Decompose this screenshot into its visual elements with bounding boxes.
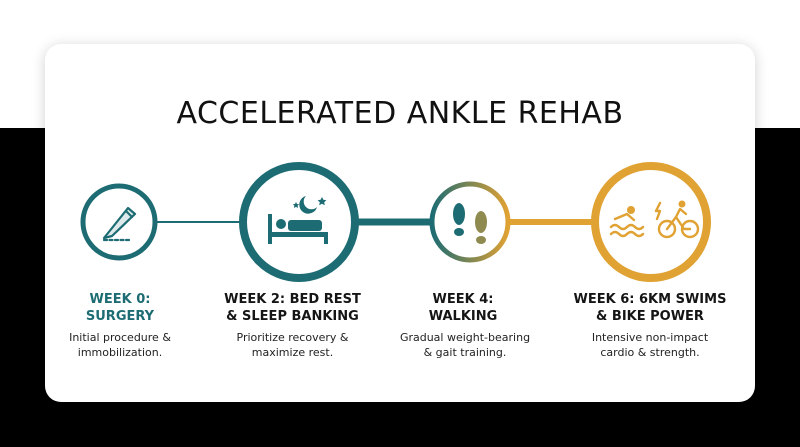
step-4-description: Intensive non-impact cardio & strength. (565, 330, 735, 360)
step-4-desc-line2: cardio & strength. (600, 346, 700, 359)
step-1-node (80, 183, 158, 261)
step-2-title-line1: WEEK 2: BED REST (224, 292, 361, 307)
step-4-title-line2: & BIKE POWER (596, 309, 704, 324)
step-4-title: WEEK 6: 6KM SWIMS & BIKE POWER (555, 291, 745, 325)
step-3-node (429, 181, 511, 263)
step-3-desc-line2: & gait training. (423, 346, 507, 359)
swim-bike-icon (609, 200, 700, 239)
step-1-desc-line1: Initial procedure & (69, 331, 171, 344)
step-3-title-line2: WALKING (428, 309, 498, 324)
step-1-title-line1: WEEK 0: (89, 292, 151, 307)
step-2-title: WEEK 2: BED REST & SLEEP BANKING (200, 291, 385, 325)
step-1-title-line2: SURGERY (85, 309, 155, 324)
bed-moon-icon (268, 196, 328, 244)
step-2-description: Prioritize recovery & maximize rest. (210, 330, 375, 360)
step-4-title-line1: WEEK 6: 6KM SWIMS (573, 292, 727, 307)
step-1-desc-line2: immobilization. (77, 346, 163, 359)
footprints-icon (453, 203, 487, 244)
step-1-description: Initial procedure & immobilization. (45, 330, 195, 360)
step-2-desc-line1: Prioritize recovery & (236, 331, 349, 344)
step-2-desc-line2: maximize rest. (251, 346, 334, 359)
step-3-desc-line1: Gradual weight-bearing (399, 331, 531, 344)
step-4-node (591, 162, 711, 282)
step-2-node (239, 162, 359, 282)
step-3-description: Gradual weight-bearing & gait training. (390, 330, 540, 360)
step-2-title-line2: & SLEEP BANKING (226, 309, 359, 324)
scalpel-icon (102, 206, 137, 242)
step-1-title: WEEK 0: SURGERY (45, 291, 195, 325)
step-3-title: WEEK 4: WALKING (398, 291, 528, 325)
step-4-desc-line1: Intensive non-impact (591, 331, 709, 344)
page-title: ACCELERATED ANKLE REHAB (176, 96, 624, 131)
step-3-title-line1: WEEK 4: (432, 292, 494, 307)
